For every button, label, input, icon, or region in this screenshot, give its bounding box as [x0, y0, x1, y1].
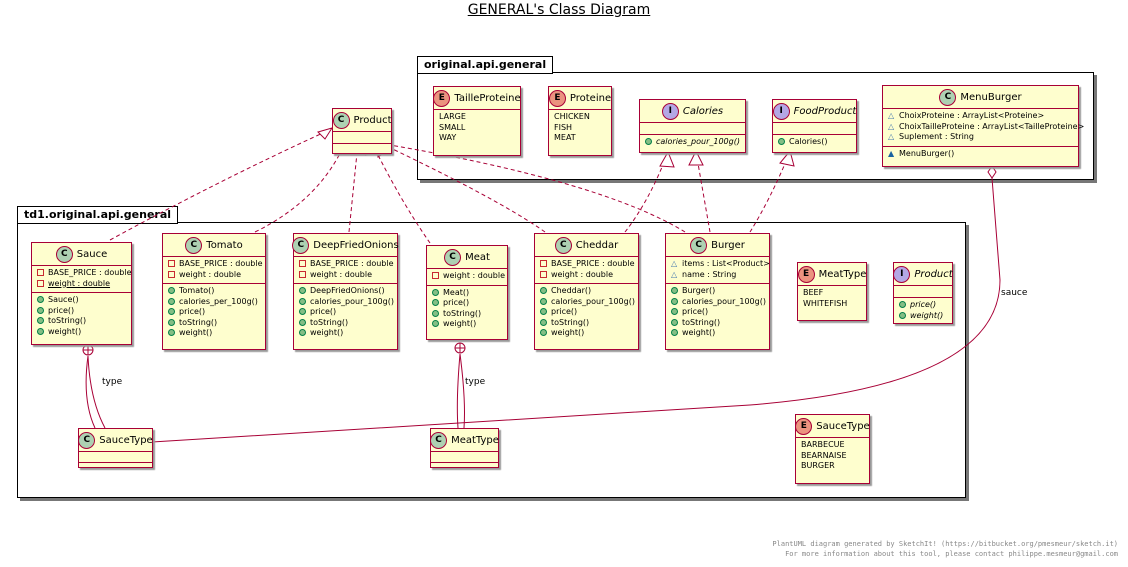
public-method-icon	[37, 327, 44, 335]
public-method-icon	[645, 138, 652, 145]
public-method-icon	[299, 308, 306, 315]
class-icon: C	[55, 245, 73, 263]
private-field-icon	[540, 270, 547, 278]
package-td1-original-api-general-tab: td1.original.api.general	[17, 206, 179, 224]
class-icon: C	[939, 88, 957, 106]
enum-icon: E	[433, 89, 451, 107]
link-label-menu-sauce: sauce	[1001, 288, 1028, 298]
enum-icon: E	[795, 417, 813, 435]
public-method-icon	[671, 318, 678, 326]
package-original-api-general	[417, 72, 1094, 180]
public-method-icon	[168, 308, 175, 315]
public-method-icon	[899, 311, 906, 319]
public-method-icon	[299, 297, 306, 305]
private-field-icon	[299, 260, 306, 267]
public-method-icon	[778, 138, 785, 145]
package-method-icon: ▲	[888, 148, 895, 158]
class-icon: C	[444, 248, 462, 266]
link-label-meat-type: type	[465, 377, 486, 387]
public-method-icon	[540, 297, 547, 305]
public-method-icon	[671, 329, 678, 336]
class-icon: C	[690, 236, 708, 254]
enum-icon: E	[797, 265, 815, 283]
interface-icon: I	[893, 265, 911, 283]
private-field-icon	[37, 279, 44, 287]
private-field-icon	[168, 270, 175, 278]
enum-icon: E	[548, 89, 566, 107]
class-icon: C	[554, 236, 572, 254]
public-method-icon	[37, 317, 44, 324]
public-method-icon	[432, 299, 439, 306]
class-icon: C	[78, 431, 96, 449]
footer-line-2: For more information about this tool, pl…	[785, 550, 1118, 558]
class-icon: C	[430, 431, 448, 449]
public-method-icon	[168, 318, 175, 326]
package-field-icon: △	[671, 269, 678, 279]
package-original-api-general-tab: original.api.general	[417, 56, 554, 74]
public-method-icon	[671, 297, 678, 305]
interface-icon: I	[661, 102, 679, 120]
package-td1-original-api-general	[17, 222, 966, 498]
public-method-icon	[671, 287, 678, 294]
public-method-icon	[432, 320, 439, 327]
interface-icon: I	[772, 102, 790, 120]
package-field-icon: △	[671, 259, 678, 268]
private-field-icon	[37, 269, 44, 276]
public-method-icon	[168, 287, 175, 294]
public-method-icon	[168, 297, 175, 305]
footer-line-1: PlantUML diagram generated by SketchIt! …	[772, 540, 1118, 548]
diagram-title: GENERAL's Class Diagram	[467, 2, 651, 18]
private-field-icon	[540, 260, 547, 267]
public-method-icon	[37, 296, 44, 303]
private-field-icon	[168, 260, 175, 267]
class-icon: C	[185, 236, 203, 254]
class-icon: C	[332, 111, 350, 129]
package-field-icon: △	[888, 111, 895, 120]
public-method-icon	[299, 329, 306, 336]
public-method-icon	[432, 288, 439, 296]
package-field-icon: △	[888, 132, 895, 141]
public-method-icon	[540, 329, 547, 336]
public-method-icon	[168, 329, 175, 336]
public-method-icon	[540, 308, 547, 315]
private-field-icon	[299, 270, 306, 278]
public-method-icon	[299, 287, 306, 294]
link-label-sauce-type: type	[102, 377, 123, 387]
public-method-icon	[432, 309, 439, 317]
public-method-icon	[671, 308, 678, 315]
public-method-icon	[37, 306, 44, 314]
private-field-icon	[432, 272, 439, 279]
class-icon: C	[292, 236, 310, 254]
public-method-icon	[540, 287, 547, 294]
public-method-icon	[899, 301, 906, 308]
package-field-icon: △	[888, 121, 895, 131]
public-method-icon	[299, 318, 306, 326]
public-method-icon	[540, 318, 547, 326]
